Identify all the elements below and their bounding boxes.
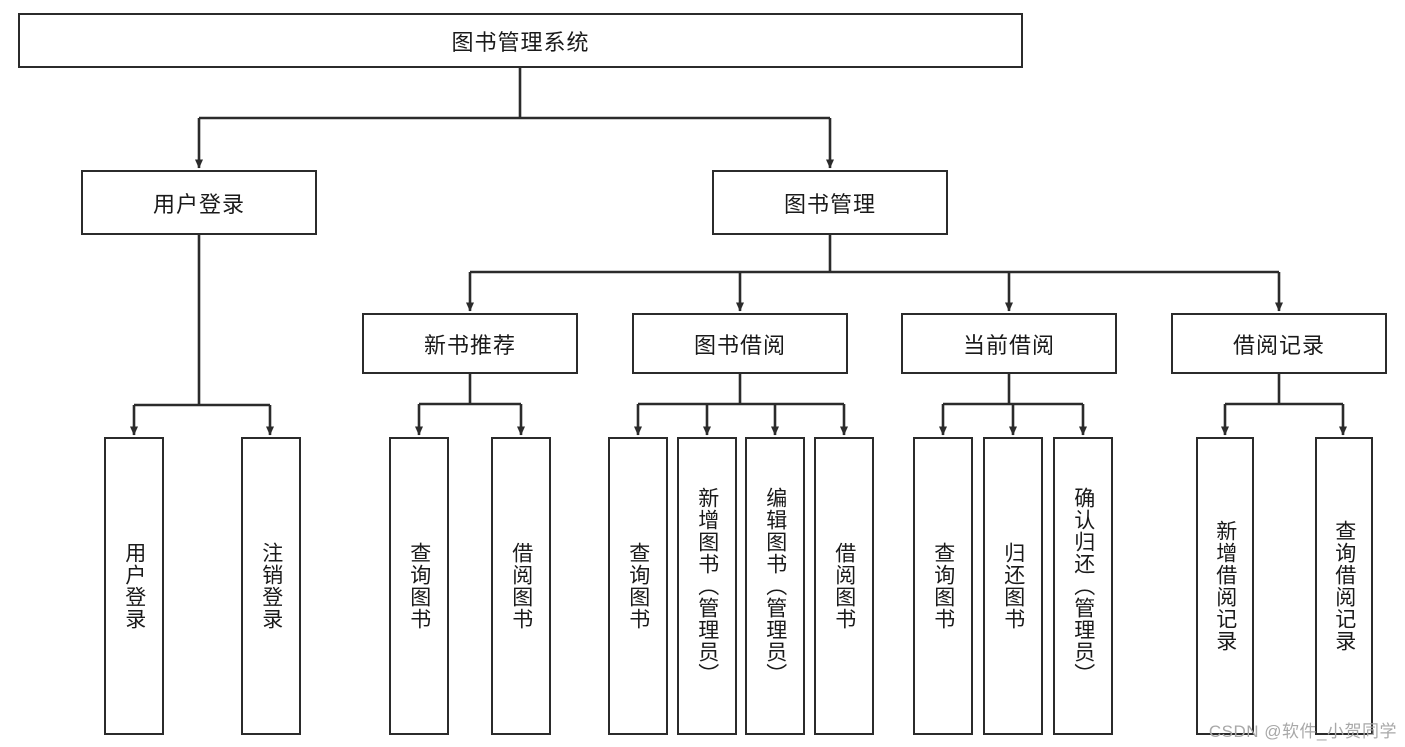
node-label: 用户登录 — [122, 542, 146, 630]
node-label: 借阅记录 — [1232, 332, 1325, 358]
node-label: 图书借阅 — [693, 332, 786, 358]
node-leaf-recommend-query-book[interactable]: 查询图书 — [389, 437, 449, 735]
node-label: 借阅图书 — [509, 542, 533, 630]
node-label: 查询图书 — [626, 542, 650, 630]
node-leaf-logout[interactable]: 注销登录 — [241, 437, 301, 735]
node-label: 图书管理系统 — [451, 29, 590, 55]
node-label: 归还图书 — [1001, 542, 1025, 630]
node-label: 借阅图书 — [832, 542, 856, 630]
node-leaf-borrow-borrow-book[interactable]: 借阅图书 — [814, 437, 874, 735]
node-label: 查询图书 — [407, 542, 431, 630]
node-leaf-recommend-borrow-book[interactable]: 借阅图书 — [491, 437, 551, 735]
node-leaf-record-query[interactable]: 查询借阅记录 — [1315, 437, 1373, 735]
node-leaf-current-confirm-return[interactable]: 确认归还（管理员） — [1053, 437, 1113, 735]
node-current-borrow[interactable]: 当前借阅 — [901, 313, 1117, 374]
node-label: 图书管理 — [783, 191, 876, 217]
node-label: 新书推荐 — [423, 332, 516, 358]
node-leaf-user-login[interactable]: 用户登录 — [104, 437, 164, 735]
node-leaf-borrow-add-book[interactable]: 新增图书（管理员） — [677, 437, 737, 735]
node-label: 确认归还（管理员） — [1071, 487, 1095, 685]
node-book-borrow[interactable]: 图书借阅 — [632, 313, 848, 374]
node-label: 注销登录 — [259, 542, 283, 630]
node-user-login[interactable]: 用户登录 — [81, 170, 317, 235]
node-new-book-recommend[interactable]: 新书推荐 — [362, 313, 578, 374]
node-label: 用户登录 — [152, 191, 245, 217]
node-leaf-current-query-book[interactable]: 查询图书 — [913, 437, 973, 735]
node-label: 新增借阅记录 — [1213, 520, 1237, 652]
node-label: 查询借阅记录 — [1332, 520, 1356, 652]
node-root-system[interactable]: 图书管理系统 — [18, 13, 1023, 68]
node-label: 当前借阅 — [962, 332, 1055, 358]
node-leaf-current-return-book[interactable]: 归还图书 — [983, 437, 1043, 735]
node-borrow-record[interactable]: 借阅记录 — [1171, 313, 1387, 374]
node-leaf-borrow-edit-book[interactable]: 编辑图书（管理员） — [745, 437, 805, 735]
node-label: 查询图书 — [931, 542, 955, 630]
node-book-manage[interactable]: 图书管理 — [712, 170, 948, 235]
node-label: 编辑图书（管理员） — [763, 487, 787, 685]
node-leaf-record-add[interactable]: 新增借阅记录 — [1196, 437, 1254, 735]
node-leaf-borrow-query-book[interactable]: 查询图书 — [608, 437, 668, 735]
node-label: 新增图书（管理员） — [695, 487, 719, 685]
